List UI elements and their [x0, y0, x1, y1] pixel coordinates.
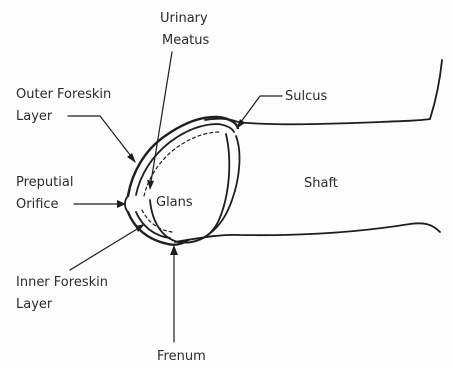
urinary-meatus-arrowhead	[147, 180, 154, 190]
outer-foreskin-pointer	[68, 116, 134, 160]
lower-dashed-layer	[142, 210, 172, 232]
preputial-orifice-label-1: Preputial	[16, 175, 73, 190]
urinary-meatus-pointer	[150, 52, 172, 188]
outer-foreskin-label-2: Layer	[16, 109, 53, 124]
inner-foreskin-label-2: Layer	[16, 297, 53, 312]
outer-foreskin-outline	[128, 117, 238, 196]
glans-outline	[150, 136, 239, 243]
frenum-arrowhead	[170, 245, 178, 255]
shaft-top-end	[430, 60, 442, 119]
shaft-label: Shaft	[304, 176, 338, 191]
sulcus-pointer	[238, 96, 282, 126]
outer-foreskin-label-1: Outer Foreskin	[16, 87, 111, 102]
inner-foreskin-pointer	[70, 226, 142, 270]
glans-label: Glans	[156, 195, 193, 210]
glans-corona	[192, 134, 229, 242]
glans-dashed-layer	[144, 132, 220, 196]
sulcus-label: Sulcus	[285, 89, 327, 104]
urinary-meatus-label-2: Meatus	[162, 33, 210, 48]
urinary-meatus-label-1: Urinary	[160, 11, 208, 26]
outer-foreskin-arrowhead	[127, 153, 136, 163]
inner-foreskin-label-1: Inner Foreskin	[16, 275, 108, 290]
frenum-label: Frenum	[157, 349, 206, 364]
preputial-orifice-label-2: Orifice	[16, 197, 59, 212]
sulcus-arrowhead	[236, 119, 245, 129]
